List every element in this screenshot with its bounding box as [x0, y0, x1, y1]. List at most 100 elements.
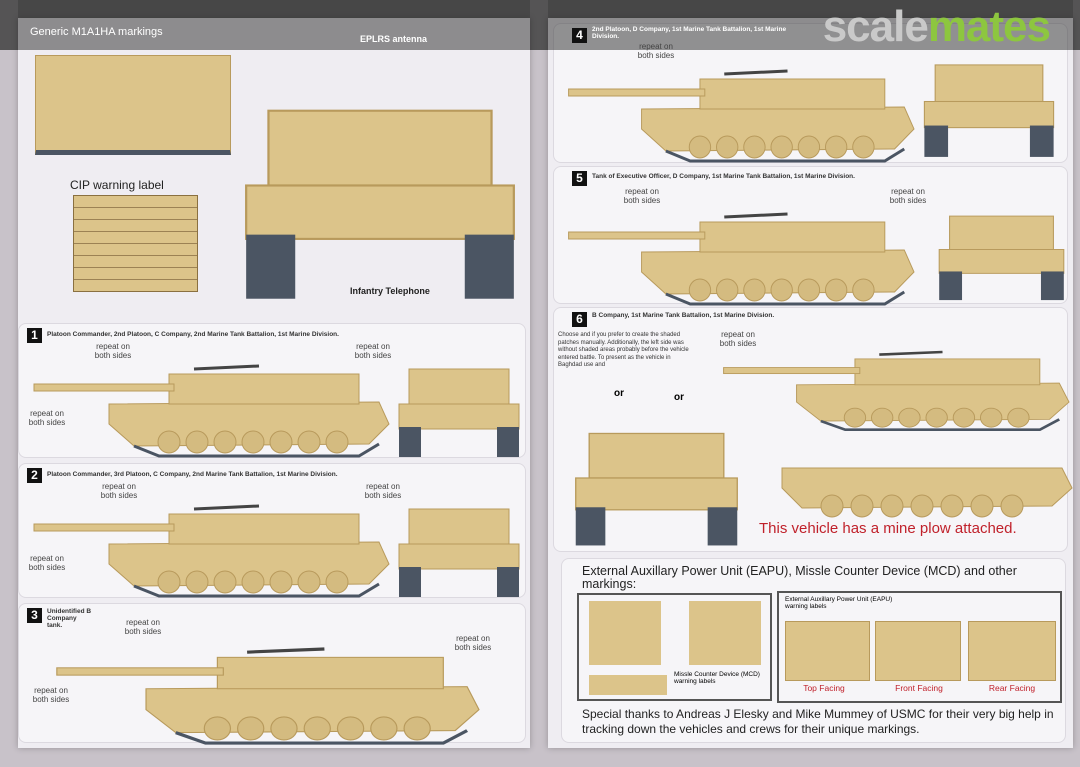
tank-drawing [245, 109, 515, 299]
track-right [707, 507, 738, 546]
rear-facing-label: Rear Facing [988, 683, 1036, 693]
panel-1: 1 Platoon Commander, 2nd Platoon, C Comp… [18, 323, 526, 458]
road-wheel [325, 570, 349, 594]
turret [168, 513, 360, 545]
road-wheel [185, 570, 209, 594]
tank-side-view [723, 350, 1070, 432]
turret [267, 109, 493, 187]
tank-drawing [33, 364, 390, 458]
turret [699, 78, 886, 110]
road-wheel [157, 430, 181, 454]
road-wheel [952, 407, 976, 428]
hull [641, 249, 915, 295]
road-wheel [213, 570, 237, 594]
track-right [497, 567, 519, 597]
track-left [399, 567, 421, 597]
road-wheel [297, 570, 321, 594]
eapu-top-decal [785, 621, 870, 681]
road-wheel [325, 430, 349, 454]
panel-number: 4 [572, 28, 587, 43]
eapu-panel: External Auxillary Power Unit (EAPU), Mi… [561, 558, 1066, 743]
road-wheel [1007, 407, 1030, 428]
hull [641, 106, 915, 152]
hull [398, 543, 520, 570]
road-wheel [269, 570, 293, 594]
machine-gun [193, 364, 260, 371]
main-gun [33, 523, 175, 532]
track [133, 582, 380, 598]
machine-gun [193, 504, 260, 511]
panel-5: 5 Tank of Executive Officer, D Company, … [553, 166, 1068, 306]
mcd-decal [689, 601, 761, 665]
turret [699, 221, 886, 253]
road-wheel [852, 278, 875, 302]
watermark-shade [18, 0, 530, 50]
turret [168, 373, 360, 405]
tank-side-view [33, 504, 390, 598]
road-wheel [925, 407, 948, 428]
hull [938, 249, 1065, 274]
road-wheel [743, 135, 766, 159]
road-wheel [185, 430, 209, 454]
road-wheel [241, 570, 265, 594]
road-wheel [770, 135, 793, 159]
road-wheel [770, 278, 793, 302]
turret [854, 358, 1041, 386]
main-gun [723, 367, 861, 375]
road-wheel [403, 716, 431, 741]
machine-gun [247, 647, 325, 654]
mcd-decal [589, 601, 661, 665]
road-wheel [824, 278, 848, 302]
panel-caption: Tank of Executive Officer, D Company, 1s… [592, 173, 855, 180]
watermark-shade [548, 0, 1073, 50]
right-page: 4 2nd Platoon, D Company, 1st Marine Tan… [548, 0, 1073, 748]
or-label: or [674, 392, 684, 403]
panel-number: 5 [572, 171, 587, 186]
road-wheel [1000, 494, 1024, 518]
hull [145, 686, 480, 734]
repeat-note: repeat on both sides [32, 686, 70, 704]
turret [588, 432, 725, 479]
repeat-note: repeat on both sides [719, 330, 757, 348]
mcd-label: Missle Counter Device (MCD) warning labe… [674, 671, 760, 685]
hull-side-view [781, 467, 1073, 518]
track [133, 442, 380, 458]
main-gun [56, 667, 224, 676]
eplrs-label: EPLRS antenna [360, 34, 428, 44]
panel-caption: Platoon Commander, 3rd Platoon, C Compan… [47, 471, 338, 478]
panel-3: 3 Unidentified B Company tank. repeat on… [18, 603, 526, 745]
scalemates-logo[interactable]: scalemates [823, 2, 1051, 52]
road-wheel [370, 716, 398, 741]
front-facing-label: Front Facing [895, 683, 943, 693]
section-title: Generic M1A1HA markings [30, 26, 163, 38]
mcd-box: Missle Counter Device (MCD) warning labe… [577, 593, 772, 701]
track [175, 729, 469, 745]
tank-side-view [568, 212, 915, 306]
cip-warning-decal [73, 195, 198, 292]
panel-6: 6 B Company, 1st Marine Tank Battalion, … [553, 307, 1073, 552]
hull [108, 541, 390, 587]
tank-drawing [56, 647, 480, 745]
hull [796, 382, 1070, 422]
road-wheel [688, 135, 712, 159]
panel-2: 2 Platoon Commander, 3rd Platoon, C Comp… [18, 463, 526, 598]
hull [245, 184, 515, 240]
tank-front-view [575, 432, 738, 546]
logo-part: mates [927, 2, 1051, 51]
machine-gun [879, 350, 943, 356]
road-wheel [241, 430, 265, 454]
repeat-note: repeat on both sides [100, 482, 138, 500]
turret [216, 656, 444, 690]
tank-rear-view [923, 64, 1055, 157]
repeat-note: repeat on both sides [454, 634, 492, 652]
road-wheel [237, 716, 265, 741]
panel-number: 3 [27, 608, 42, 623]
road-wheel [270, 716, 298, 741]
mine-plow-note: This vehicle has a mine plow attached. [759, 520, 1017, 537]
main-gun [568, 231, 706, 240]
hull [108, 401, 390, 447]
telephone-label: Infantry Telephone [350, 286, 430, 296]
left-page: Generic M1A1HA markings EPLRS antenna CI… [18, 0, 530, 748]
main-gun [33, 383, 175, 392]
repeat-note: repeat on both sides [354, 342, 392, 360]
